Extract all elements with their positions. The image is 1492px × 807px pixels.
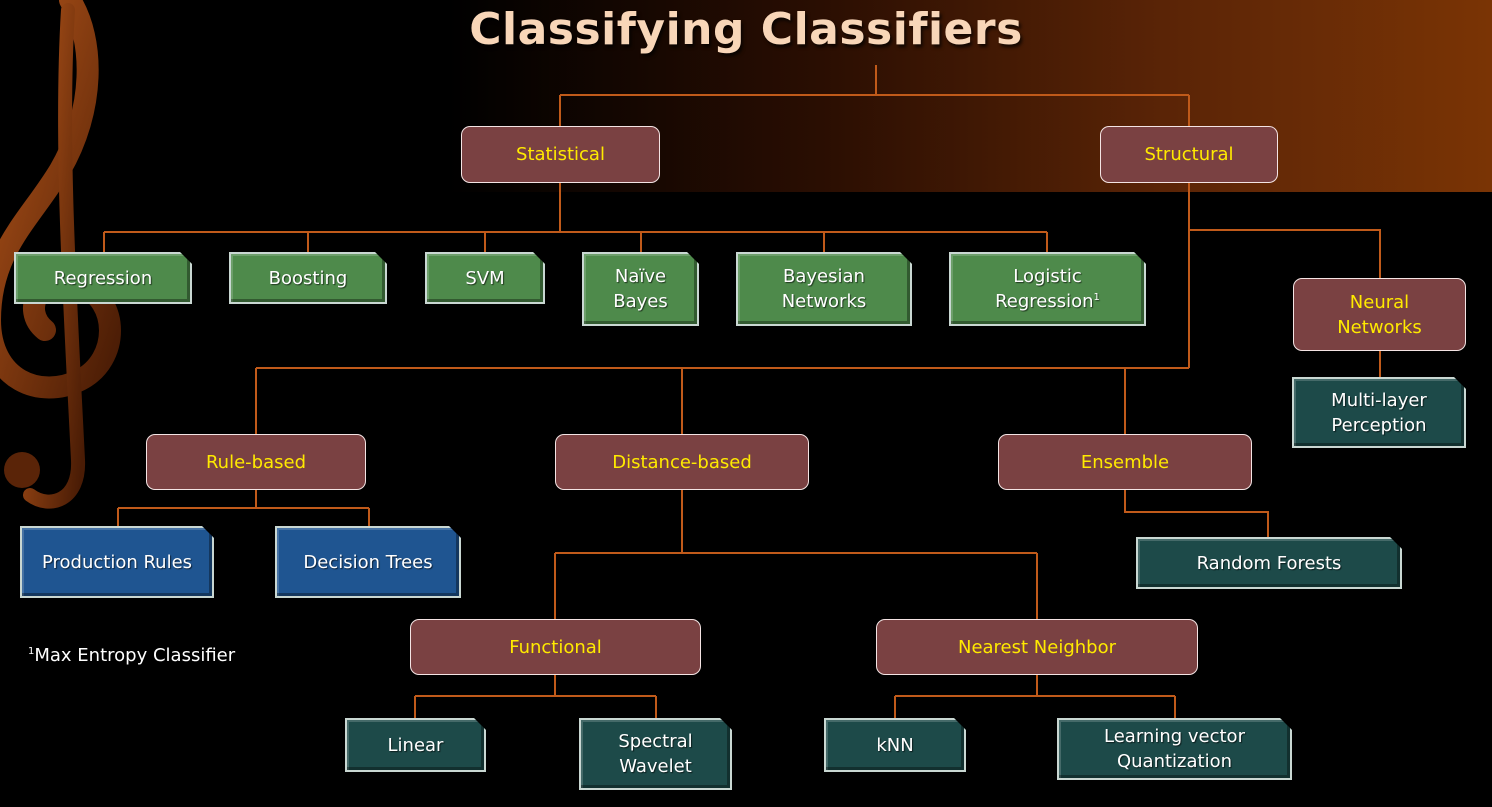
node-distance-based: Distance-based (555, 434, 809, 490)
connector-statistical (103, 183, 1048, 252)
leaf-svm: SVM (425, 252, 545, 304)
footnote-number: 1 (28, 646, 35, 657)
connector-functional (414, 675, 657, 718)
connector-rule-based (117, 490, 370, 526)
node-rule-based: Rule-based (146, 434, 366, 490)
node-structural: Structural (1100, 126, 1278, 183)
leaf-boosting: Boosting (229, 252, 387, 304)
leaf-linear: Linear (345, 718, 486, 772)
page-title: Classifying Classifiers (469, 4, 1023, 55)
leaf-regression: Regression (14, 252, 192, 304)
leaf-production-rules: Production Rules (20, 526, 214, 598)
connector-structural (255, 183, 1381, 434)
node-statistical: Statistical (461, 126, 660, 183)
connector-ensemble (1124, 490, 1269, 537)
connector-nearest-neighbor (894, 675, 1176, 718)
leaf-knn: kNN (824, 718, 966, 772)
footnote-marker: 1 (1093, 292, 1100, 303)
connector-distance-based (554, 490, 1038, 619)
node-functional: Functional (410, 619, 701, 675)
node-ensemble: Ensemble (998, 434, 1252, 490)
footnote-text: Max Entropy Classifier (34, 645, 236, 666)
leaf-decision-trees: Decision Trees (275, 526, 461, 598)
node-nearest-neighbor: Nearest Neighbor (876, 619, 1198, 675)
connector-root (559, 65, 1190, 127)
leaf-random-forests: Random Forests (1136, 537, 1402, 589)
footnote: 1Max Entropy Classifier (28, 645, 235, 666)
